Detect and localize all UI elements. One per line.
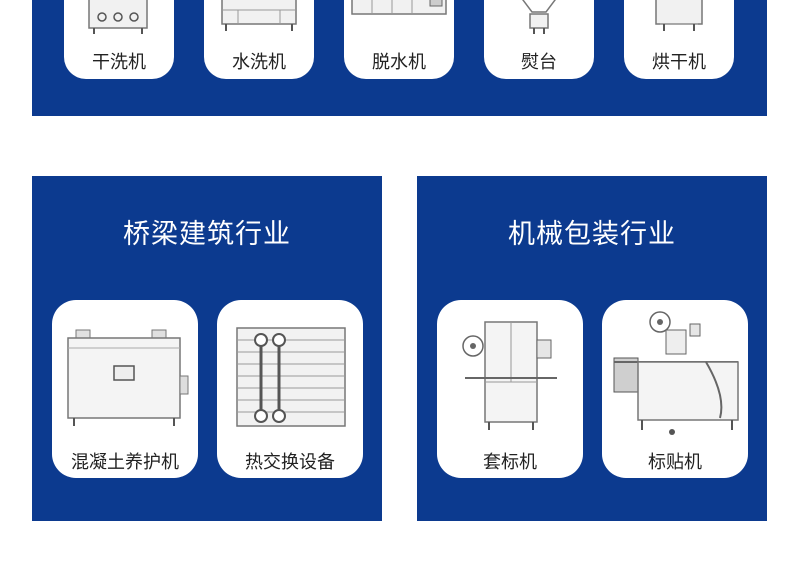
bridge-construction-panel: 桥梁建筑行业 混凝土养护机 [32,176,382,521]
card-spin-dryer[interactable]: 脱水机 [344,0,454,79]
card-ironing-table[interactable]: 熨台 [484,0,594,79]
card-dry-cleaning-machine[interactable]: 干洗机 [64,0,174,79]
concrete-curing-machine-icon [67,329,189,426]
card-tumble-dryer[interactable]: 烘干机 [624,0,734,79]
card-heat-exchanger[interactable]: 热交换设备 [217,300,363,478]
card-label: 脱水机 [372,52,426,73]
card-label: 水洗机 [232,52,286,73]
tumble-dryer-icon [655,0,703,31]
card-label: 混凝土养护机 [71,452,179,473]
washing-machine-icon [221,0,297,31]
heat-exchanger-icon [236,327,346,427]
sleeve-labeling-machine-icon [462,321,557,430]
section-title: 机械包装行业 [508,219,676,250]
card-label: 熨台 [521,52,557,73]
ironing-table-icon [522,0,556,34]
card-label: 干洗机 [92,52,146,73]
section-title: 桥梁建筑行业 [123,219,291,250]
card-sleeve-labeling-machine[interactable]: 套标机 [437,300,583,478]
labeling-machine-icon [613,311,739,435]
top-category-panel: 干洗机 水洗机 脱水机 熨台 [32,0,767,116]
card-washing-machine[interactable]: 水洗机 [204,0,314,79]
machinery-packaging-panel: 机械包装行业 套标机 标贴机 [417,176,767,521]
card-label: 热交换设备 [245,452,335,473]
spin-dryer-icon [351,0,447,15]
card-labeling-machine[interactable]: 标贴机 [602,300,748,478]
card-label: 烘干机 [652,52,706,73]
card-label: 标贴机 [648,452,702,473]
dry-cleaning-machine-icon [88,0,148,34]
card-label: 套标机 [483,452,537,473]
card-concrete-curing-machine[interactable]: 混凝土养护机 [52,300,198,478]
